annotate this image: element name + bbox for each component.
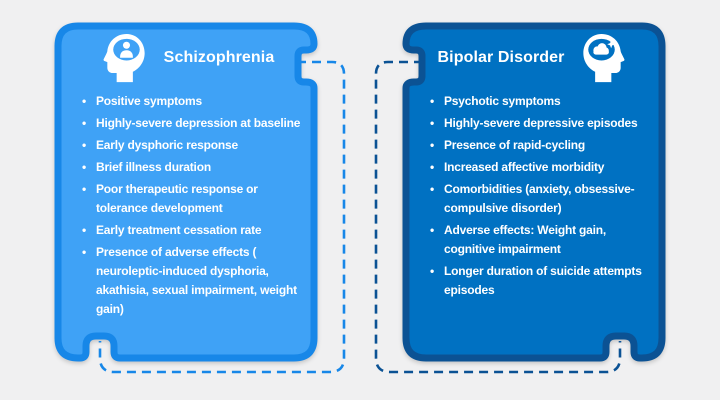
list-item: Presence of adverse effects ( neurolepti…	[80, 243, 308, 319]
list-item-text: Early dysphoric response	[96, 138, 238, 152]
brain-area	[112, 38, 140, 60]
list-item: Increased affective morbidity	[428, 158, 656, 177]
list-item-text: Poor therapeutic response or tolerance d…	[96, 182, 258, 215]
list-item-text: Increased affective morbidity	[444, 160, 605, 174]
list-item: Poor therapeutic response or tolerance d…	[80, 180, 308, 218]
list-item-text: Longer duration of suicide attempts epis…	[444, 264, 642, 297]
person-head	[122, 41, 130, 49]
list-item: Longer duration of suicide attempts epis…	[428, 262, 656, 300]
list-item-text: Positive symptoms	[96, 94, 202, 108]
list-item: Early dysphoric response	[80, 136, 308, 155]
schizophrenia-dashed-outline	[98, 60, 346, 374]
list-item-text: Presence of adverse effects ( neurolepti…	[96, 245, 297, 316]
schizophrenia-list: Positive symptoms Highly-severe depressi…	[80, 92, 308, 322]
bipolar-list: Psychotic symptoms Highly-severe depress…	[428, 92, 656, 303]
bipolar-dashed-outline	[374, 60, 622, 374]
list-item: Psychotic symptoms	[428, 92, 656, 111]
list-item: Brief illness duration	[80, 158, 308, 177]
list-item-text: Early treatment cessation rate	[96, 223, 262, 237]
head-person-icon	[103, 33, 145, 82]
list-item: Comorbidities (anxiety, obsessive-compul…	[428, 180, 656, 218]
list-item: Adverse effects: Weight gain, cognitive …	[428, 221, 656, 259]
list-item: Early treatment cessation rate	[80, 221, 308, 240]
schizophrenia-title: Schizophrenia	[163, 49, 275, 66]
list-item: Highly-severe depression at baseline	[80, 114, 308, 133]
list-item-text: Brief illness duration	[96, 160, 211, 174]
head-storm-icon	[583, 33, 625, 82]
person-body	[119, 49, 133, 58]
bipolar-header: Bipolar Disorder	[408, 30, 660, 86]
list-item: Presence of rapid-cycling	[428, 136, 656, 155]
list-item-text: Highly-severe depressive episodes	[444, 116, 638, 130]
storm-cloud	[593, 42, 610, 55]
spark-icon	[607, 39, 616, 48]
list-item: Positive symptoms	[80, 92, 308, 111]
list-item-text: Adverse effects: Weight gain, cognitive …	[444, 223, 607, 256]
list-item-text: Highly-severe depression at baseline	[96, 116, 301, 130]
bipolar-title: Bipolar Disorder	[437, 49, 565, 66]
list-item-text: Comorbidities (anxiety, obsessive-compul…	[444, 182, 635, 215]
schizophrenia-header: Schizophrenia	[60, 30, 312, 86]
list-item-text: Psychotic symptoms	[444, 94, 561, 108]
list-item: Highly-severe depressive episodes	[428, 114, 656, 133]
list-item-text: Presence of rapid-cycling	[444, 138, 586, 152]
